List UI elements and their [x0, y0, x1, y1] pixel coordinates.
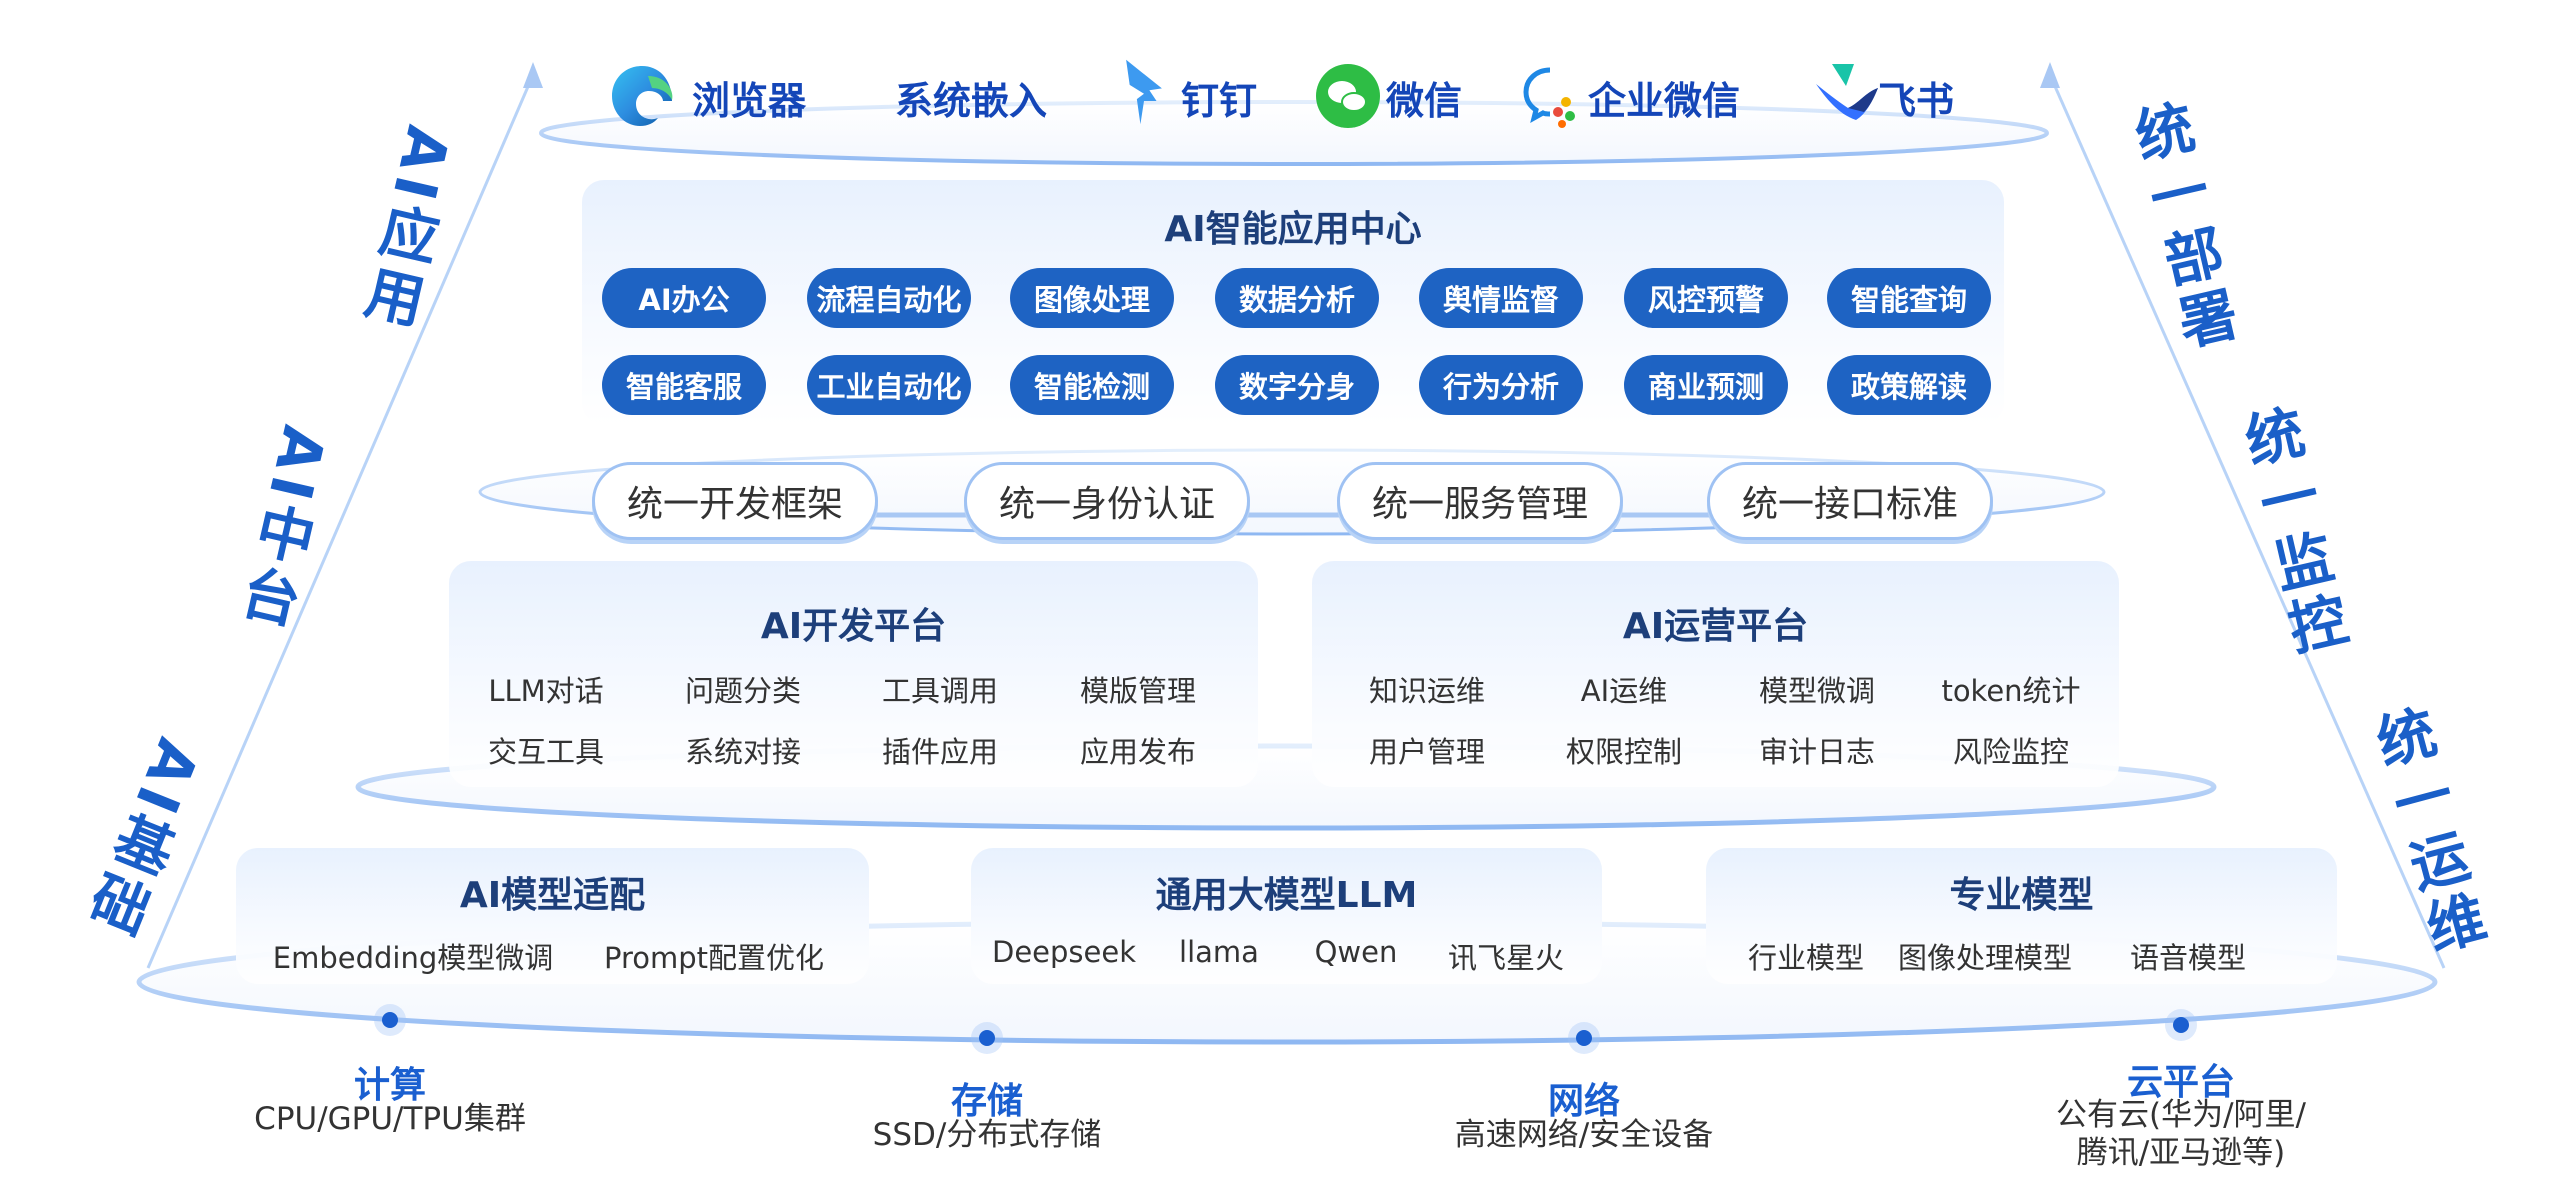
model-item: 行业模型 [1747, 941, 1865, 975]
app-pill: 流程自动化 [807, 268, 971, 328]
platform-feature: 权限控制 [1565, 735, 1683, 769]
platform-feature: 插件应用 [881, 735, 999, 769]
app-pill: 行为分析 [1419, 355, 1583, 415]
platform-feature: 审计日志 [1758, 735, 1876, 769]
platform-feature: 用户管理 [1368, 735, 1486, 769]
infra-node-dot [2173, 1017, 2189, 1033]
model-item: Embedding模型微调 [272, 941, 554, 975]
platform-feature: AI运维 [1580, 674, 1668, 708]
pro-model-panel: 专业模型 [1706, 848, 2337, 984]
infra-title: 存储 [950, 1081, 1024, 1122]
model-item: Prompt配置优化 [603, 941, 825, 975]
dingtalk-icon [1126, 59, 1162, 125]
platform-feature: LLM对话 [488, 674, 604, 708]
platform-feature: 风险监控 [1952, 735, 2070, 769]
top-ring [539, 100, 2049, 166]
edge-browser-icon [612, 66, 673, 126]
infra-node-dot [1576, 1030, 1592, 1046]
channel-wecom: 企业微信 [1588, 79, 1741, 123]
infra-detail: 高速网络/安全设备 [1454, 1117, 1714, 1153]
platform-feature: 交互工具 [487, 735, 605, 769]
app-pill: 数据分析 [1215, 268, 1379, 328]
ops-platform-title: AI运营平台 [1622, 606, 1809, 647]
model-item: 图像处理模型 [1897, 941, 2073, 975]
infra-node-dot [979, 1030, 995, 1046]
channel-system-embed: 系统嵌入 [895, 79, 1048, 123]
platform-feature: 工具调用 [881, 674, 999, 708]
channel-browser: 浏览器 [692, 79, 807, 123]
platform-feature: 问题分类 [684, 674, 802, 708]
app-pill: 舆情监督 [1419, 268, 1583, 328]
platform-feature: token统计 [1941, 674, 2081, 708]
app-pill: 风控预警 [1624, 268, 1788, 328]
platform-feature: 模型微调 [1758, 674, 1876, 708]
unified-standard-badge: 统一服务管理 [1337, 462, 1623, 540]
model-adapt-panel: AI模型适配 [236, 848, 869, 984]
infra-detail: SSD/分布式存储 [872, 1117, 1102, 1153]
channel-feishu: 飞书 [1878, 79, 1955, 123]
left-arrow-head [523, 62, 543, 88]
platform-feature: 应用发布 [1079, 735, 1197, 769]
channel-wechat: 微信 [1386, 79, 1463, 123]
infra-detail: CPU/GPU/TPU集群 [254, 1101, 526, 1137]
infra-title: 云平台 [2126, 1062, 2236, 1103]
app-pill: AI办公 [602, 268, 766, 328]
app-pill: 政策解读 [1827, 355, 1991, 415]
app-pill: 图像处理 [1010, 268, 1174, 328]
app-pill: 商业预测 [1624, 355, 1788, 415]
platform-feature: 知识运维 [1368, 674, 1486, 708]
pro-model-title: 专业模型 [1949, 875, 2094, 916]
dev-platform-title: AI开发平台 [760, 606, 947, 647]
unified-standard-badge: 统一接口标准 [1707, 462, 1993, 540]
app-pill: 智能查询 [1827, 268, 1991, 328]
model-item: 讯飞星火 [1447, 941, 1565, 975]
feishu-icon [1816, 64, 1878, 120]
model-item: Deepseek [991, 935, 1137, 969]
app-pill: 数字分身 [1215, 355, 1379, 415]
wecom-icon [1523, 67, 1575, 128]
infra-title: 网络 [1547, 1081, 1621, 1122]
app-pill: 智能客服 [602, 355, 766, 415]
infra-title: 计算 [353, 1065, 427, 1106]
infra-detail: 公有云(华为/阿里/ 腾讯/亚马逊等) [2056, 1097, 2306, 1171]
model-item: 语音模型 [2129, 941, 2247, 975]
platform-feature: 系统对接 [684, 735, 802, 769]
left-arrow-line [146, 74, 535, 969]
model-item: Qwen [1314, 935, 1398, 969]
right-arrow-head [2040, 62, 2060, 88]
unified-standard-badge: 统一身份认证 [964, 462, 1250, 540]
right-arrow-line [2048, 74, 2446, 969]
dev-platform-panel: AI开发平台 [449, 561, 1258, 787]
wechat-icon [1316, 64, 1380, 128]
model-adapt-title: AI模型适配 [459, 875, 646, 916]
platform-feature: 模版管理 [1079, 674, 1197, 708]
ops-platform-panel: AI运营平台 [1312, 561, 2119, 787]
model-item: llama [1179, 935, 1259, 969]
app-pill: 工业自动化 [807, 355, 971, 415]
general-llm-title: 通用大模型LLM [1155, 875, 1418, 916]
unified-standard-badge: 统一开发框架 [592, 462, 878, 540]
infra-node-dot [382, 1012, 398, 1028]
app-center-title: AI智能应用中心 [1164, 209, 1422, 250]
general-llm-panel: 通用大模型LLM [971, 848, 1602, 984]
app-pill: 智能检测 [1010, 355, 1174, 415]
channel-dingtalk: 钉钉 [1181, 79, 1258, 123]
